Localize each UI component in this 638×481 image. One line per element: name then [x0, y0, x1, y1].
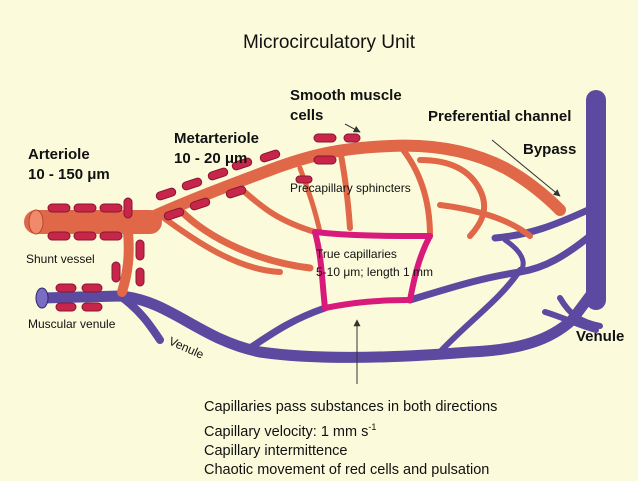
venous-branch-upper	[491, 206, 592, 242]
muscle-cell	[225, 185, 247, 199]
arterial-branch-g	[437, 202, 533, 239]
pointer-arrows	[344, 123, 561, 384]
muscle-cell	[295, 175, 313, 184]
venous-branch-capillary	[246, 304, 329, 352]
note-line-1: Capillaries pass substances in both dire…	[204, 399, 498, 415]
venous-branch-lower	[437, 267, 523, 355]
note-line-2: Capillary velocity: 1 mm s-1	[204, 418, 497, 442]
muscle-cell	[99, 231, 123, 241]
capillary-bottom	[322, 297, 413, 311]
arterial-network	[24, 139, 566, 297]
muscle-cell	[155, 187, 177, 201]
notes-block: Capillaries pass substances in both dire…	[204, 398, 497, 481]
true-capillaries-label-1: True capillaries	[316, 247, 397, 261]
arteriole-end	[28, 209, 44, 235]
preferential-channel-arrow	[491, 139, 561, 197]
note-line-3: Capillary intermittence	[204, 442, 348, 459]
arterial-branch-e	[397, 143, 433, 239]
arterial-branch-d	[337, 147, 353, 231]
muscle-cell	[259, 149, 281, 163]
muscle-cell	[55, 283, 77, 293]
venule-left-label: Venule	[167, 334, 207, 362]
muscle-cell	[55, 302, 77, 312]
note-line-2-text: Capillary velocity: 1 mm s	[204, 423, 369, 440]
venule-right-label: Venule	[576, 328, 624, 345]
muscle-cell	[163, 207, 185, 221]
venule-right-vessel	[557, 295, 603, 329]
metarteriole-vessel	[144, 139, 566, 224]
muscle-cell	[207, 167, 229, 181]
venous-network	[35, 90, 606, 363]
true-capillaries-label-2: 5-10 μm; length 1 mm	[316, 265, 433, 279]
muscle-cell	[343, 133, 361, 143]
metarteriole-label-1: Metarteriole	[174, 130, 259, 147]
capillary-top	[312, 229, 433, 239]
muscle-cell	[313, 133, 337, 143]
shunt-vessel	[117, 227, 134, 297]
muscle-cell	[81, 283, 103, 293]
true-capillaries	[312, 229, 433, 311]
muscle-cell	[81, 302, 103, 312]
muscle-cell	[135, 239, 145, 261]
muscle-cell	[47, 203, 71, 213]
arterial-branch-a	[176, 206, 314, 272]
note-line-4: Chaotic movement of red cells and pulsat…	[204, 462, 490, 479]
arterial-branch-h	[297, 165, 323, 235]
muscle-cell	[111, 261, 121, 283]
muscle-cell	[99, 203, 123, 213]
muscular-venule-end	[35, 287, 49, 309]
shunt-vessel-label: Shunt vessel	[26, 252, 95, 266]
venous-branch-right	[542, 309, 599, 333]
muscle-cell	[73, 203, 97, 213]
muscle-cell	[313, 155, 337, 165]
smooth-muscle-label-1: Smooth muscle	[290, 87, 402, 104]
smooth-muscle-cells	[47, 133, 361, 312]
muscle-cell	[73, 231, 97, 241]
muscle-cell	[123, 197, 133, 219]
metarteriole-label-2: 10 - 20 μm	[174, 150, 247, 167]
preferential-channel-label: Preferential channel	[428, 108, 571, 125]
smooth-muscle-arrow	[344, 123, 361, 133]
arteriole-label-1: Arteriole	[28, 146, 90, 163]
muscular-venule-vessel	[36, 290, 596, 363]
smooth-muscle-label-2: cells	[290, 107, 323, 124]
muscle-cell	[47, 231, 71, 241]
venous-branch-small	[502, 237, 526, 275]
venule-branch-left	[116, 292, 164, 344]
arterial-branch-b	[157, 212, 283, 275]
bypass-label: Bypass	[523, 141, 576, 158]
muscle-cell	[181, 177, 203, 191]
note-line-2-sup: -1	[368, 421, 377, 432]
arteriole-label-2: 10 - 150 μm	[28, 166, 110, 183]
capillary-right	[407, 233, 433, 303]
arterial-branch-f	[417, 157, 488, 239]
muscle-cell	[135, 267, 145, 287]
arterial-branch-c	[237, 185, 318, 235]
muscle-cell	[189, 197, 211, 211]
precapillary-sphincters-label: Precapillary sphincters	[290, 181, 411, 195]
diagram-title: Microcirculatory Unit	[243, 32, 416, 53]
muscle-cell	[231, 157, 253, 171]
muscular-venule-label: Muscular venule	[28, 317, 116, 331]
capillary-left	[312, 229, 328, 311]
